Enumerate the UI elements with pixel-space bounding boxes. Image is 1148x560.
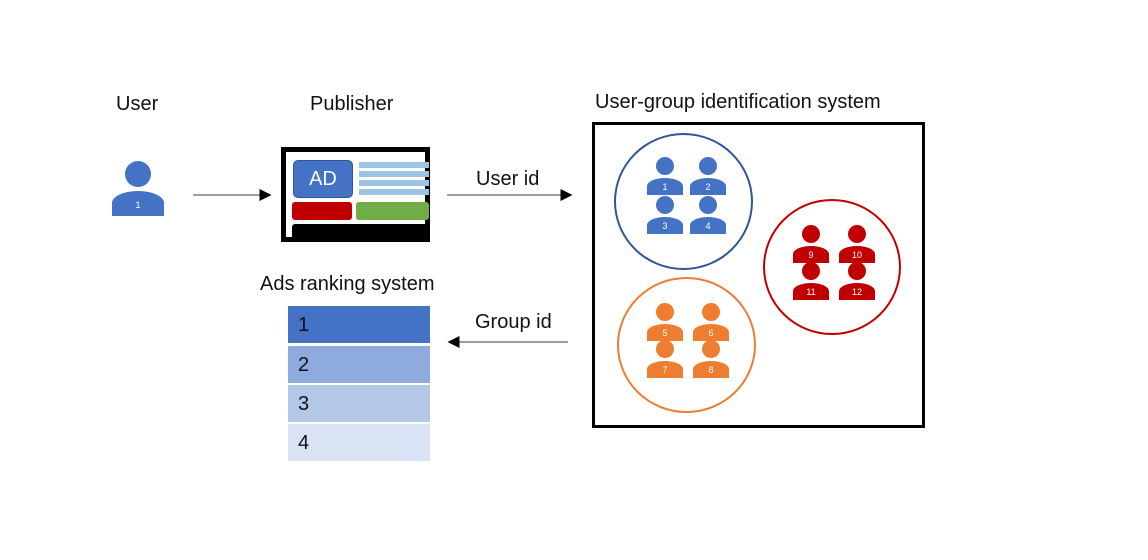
rank-row-4: 4 [288, 424, 430, 461]
green-block [356, 202, 429, 220]
user-title: User [116, 93, 159, 115]
rank-label: 4 [298, 432, 310, 454]
rank-label: 3 [298, 393, 310, 415]
group-member-icon: 9 [793, 225, 829, 263]
user-id-label: User id [476, 168, 540, 190]
person-head [125, 161, 151, 187]
group-circle-orange [617, 277, 756, 413]
group-circle-blue [614, 133, 753, 270]
group-member-icon: 7 [647, 340, 683, 378]
group-member-icon: 1 [647, 157, 683, 195]
identification-system-box [592, 122, 925, 428]
group-member-icon: 3 [647, 196, 683, 234]
rank-label: 1 [298, 314, 310, 336]
ad-block: AD [293, 160, 353, 198]
group-member-icon: 6 [693, 303, 729, 341]
group-member-icon: 12 [839, 262, 875, 300]
group-member-icon: 11 [793, 262, 829, 300]
group-member-icon: 5 [647, 303, 683, 341]
text-line-1 [359, 162, 429, 168]
publisher-webpage-icon: AD [281, 147, 430, 242]
group-id-label: Group id [475, 311, 552, 333]
group-member-icon: 8 [693, 340, 729, 378]
black-block [292, 224, 429, 242]
text-line-3 [359, 180, 429, 186]
identification-system-title: User-group identification system [595, 91, 881, 113]
rank-row-3: 3 [288, 385, 430, 422]
ad-label: AD [309, 168, 337, 190]
group-member-icon: 10 [839, 225, 875, 263]
publisher-title: Publisher [310, 93, 394, 115]
group-circle-red [763, 199, 901, 335]
text-line-2 [359, 171, 429, 177]
rank-row-2: 2 [288, 346, 430, 383]
group-member-icon: 2 [690, 157, 726, 195]
text-line-4 [359, 189, 429, 195]
rank-row-1: 1 [288, 306, 430, 343]
user-id-badge: 1 [112, 191, 164, 216]
user-person-icon: 1 [112, 161, 164, 217]
ads-ranking-title: Ads ranking system [260, 273, 435, 295]
red-block [292, 202, 352, 220]
rank-label: 2 [298, 354, 310, 376]
group-member-icon: 4 [690, 196, 726, 234]
